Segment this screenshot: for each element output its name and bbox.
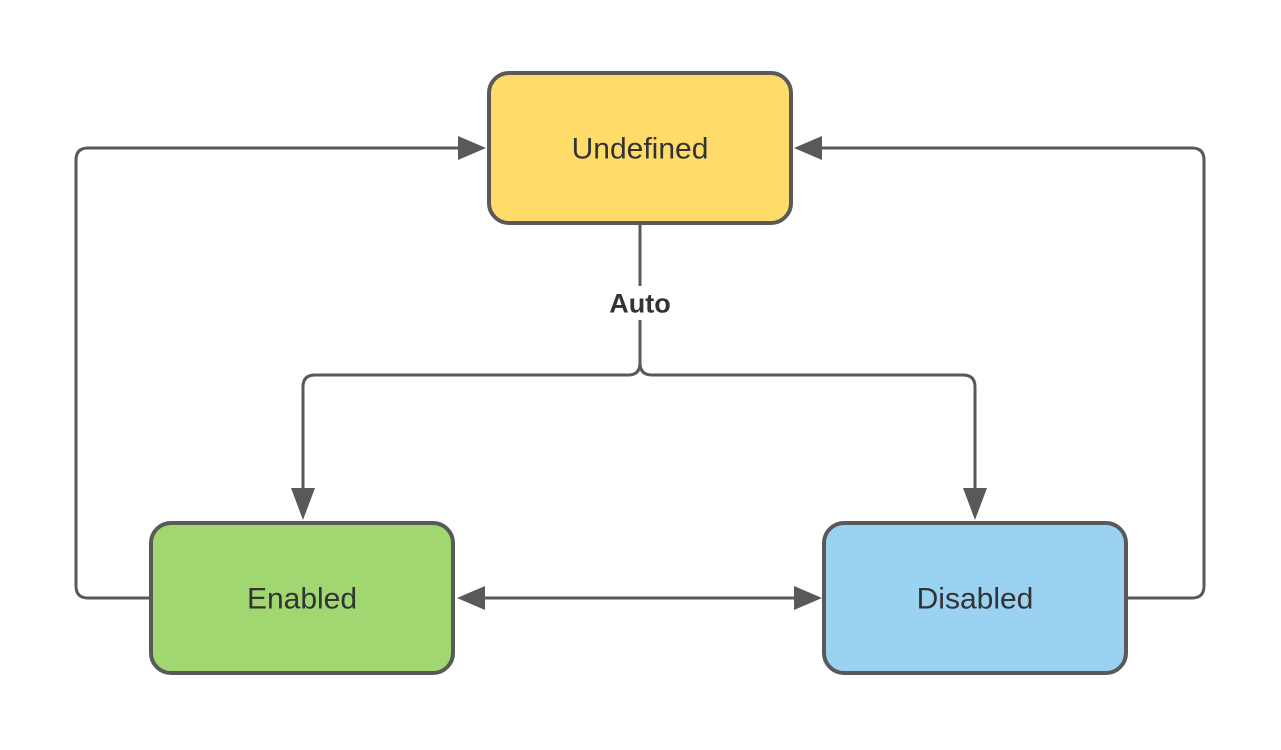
arrowhead-into-disabled-left-icon (794, 586, 822, 610)
node-disabled-label: Disabled (917, 583, 1034, 616)
edge-enabled-to-undefined (74, 146, 462, 600)
node-disabled: Disabled (822, 521, 1128, 675)
edge-auto-to-enabled (301, 320, 642, 492)
edge-disabled-to-undefined (818, 146, 1206, 600)
node-undefined-label: Undefined (572, 133, 709, 166)
node-enabled-label: Enabled (247, 583, 357, 616)
arrowhead-into-undefined-right-icon (794, 136, 822, 160)
edge-auto-to-disabled (638, 320, 977, 492)
node-enabled-shape (149, 521, 455, 675)
node-disabled-shape (822, 521, 1128, 675)
edges: Auto (74, 136, 1206, 610)
arrowhead-into-enabled-right-icon (457, 586, 485, 610)
edge-label-auto: Auto (609, 288, 670, 318)
arrowhead-into-disabled-top-icon (963, 488, 987, 520)
node-enabled: Enabled (149, 521, 455, 675)
node-undefined-shape (487, 71, 793, 225)
arrowhead-into-enabled-top-icon (291, 488, 315, 520)
arrowhead-into-undefined-left-icon (458, 136, 486, 160)
node-undefined: Undefined (487, 71, 793, 225)
